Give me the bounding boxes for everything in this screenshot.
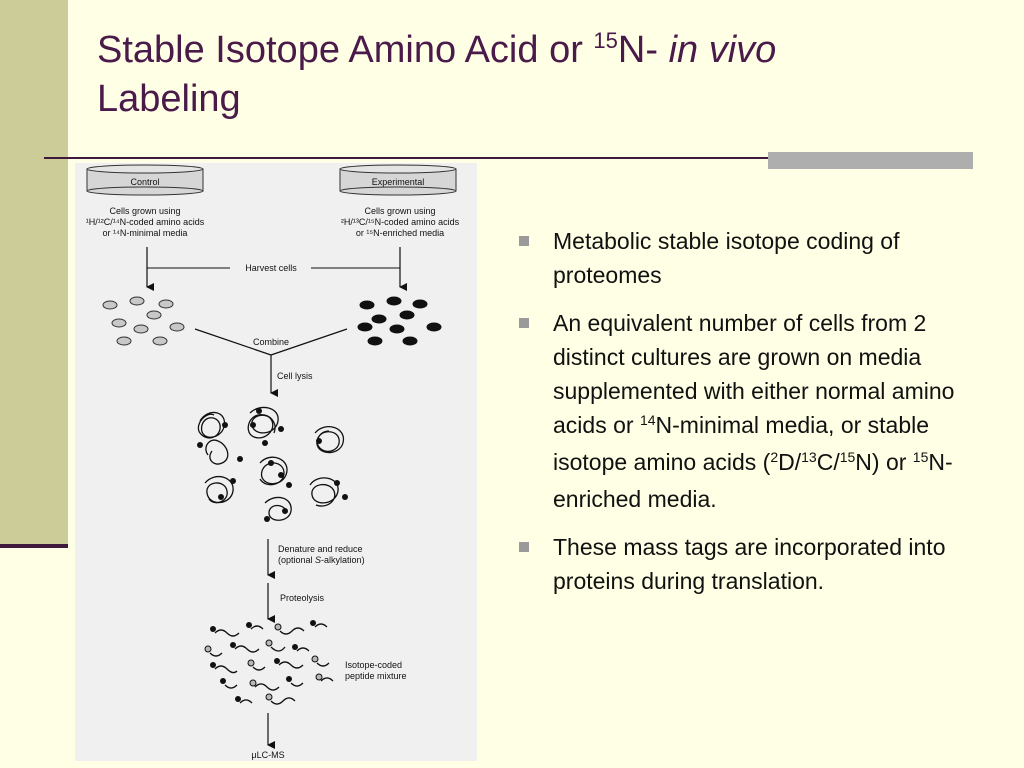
- control-desc-line1: Cells grown using: [109, 206, 180, 216]
- title-text-part1: Stable Isotope Amino Acid or: [97, 29, 594, 71]
- bullet-list: Metabolic stable isotope coding of prote…: [517, 224, 977, 612]
- bullet-item-1: Metabolic stable isotope coding of prote…: [517, 224, 977, 292]
- experimental-desc-line3: or ¹⁵N-enriched media: [356, 228, 444, 238]
- title-superscript: 15: [593, 28, 618, 53]
- control-cells: [102, 296, 185, 346]
- proteolysis-label: Proteolysis: [280, 593, 325, 603]
- protein-dots: [197, 408, 348, 522]
- labeling-workflow-figure: Control Experimental Cells grown using ¹…: [75, 163, 477, 761]
- control-dish: Control: [86, 164, 204, 196]
- bullet-text-3: These mass tags are incorporated into pr…: [553, 534, 946, 594]
- peptide-dots-light: [204, 623, 323, 701]
- title-text-part2: N-: [617, 29, 669, 71]
- bullet-square-icon: [519, 542, 529, 552]
- title-italic: in vivo: [668, 29, 777, 71]
- experimental-desc-line2: ²H/¹³C/¹⁵N-coded amino acids: [341, 217, 460, 227]
- side-accent-rule: [0, 544, 68, 548]
- experimental-dish-label: Experimental: [372, 177, 425, 187]
- harvest-cells-label: Harvest cells: [245, 263, 297, 273]
- bullet-text-2: An equivalent number of cells from 2 dis…: [553, 310, 955, 512]
- bullet-item-2: An equivalent number of cells from 2 dis…: [517, 306, 977, 516]
- denature-label-line2: (optional S-alkylation): [278, 555, 365, 565]
- title-accent-block: [768, 152, 973, 169]
- combine-line-right: [270, 328, 348, 356]
- lcms-label: μLC-MS: [251, 750, 284, 760]
- side-accent-bar: [0, 0, 68, 547]
- combine-line-left: [194, 328, 272, 356]
- experimental-desc-line1: Cells grown using: [364, 206, 435, 216]
- experimental-cells: [357, 296, 442, 346]
- peptide-mixture-label-line2: peptide mixture: [345, 671, 407, 681]
- peptide-dots-dark: [210, 620, 316, 702]
- title-line2: Labeling: [97, 78, 241, 120]
- experimental-dish: Experimental: [339, 164, 457, 196]
- slide-title: Stable Isotope Amino Acid or 15N- in viv…: [97, 28, 977, 121]
- bullet-text-1: Metabolic stable isotope coding of prote…: [553, 228, 900, 288]
- bullet-square-icon: [519, 236, 529, 246]
- peptide-fragments: [209, 623, 334, 705]
- control-desc-line2: ¹H/¹²C/¹⁴N-coded amino acids: [86, 217, 205, 227]
- bullet-item-3: These mass tags are incorporated into pr…: [517, 530, 977, 598]
- title-divider: [44, 157, 972, 159]
- bullet-square-icon: [519, 318, 529, 328]
- workflow-diagram: Control Experimental Cells grown using ¹…: [86, 164, 460, 760]
- control-desc-line3: or ¹⁴N-minimal media: [103, 228, 188, 238]
- combine-label: Combine: [253, 337, 289, 347]
- peptide-mixture-label-line1: Isotope-coded: [345, 660, 402, 670]
- denature-label-line1: Denature and reduce: [278, 544, 363, 554]
- cell-lysis-label: Cell lysis: [277, 371, 313, 381]
- control-dish-label: Control: [130, 177, 159, 187]
